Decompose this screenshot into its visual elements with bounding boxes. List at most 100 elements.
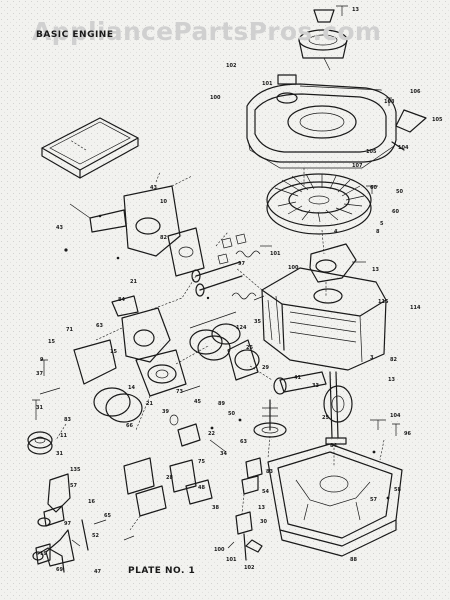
part-callout: 101 bbox=[226, 557, 237, 563]
part-callout: 73 bbox=[176, 389, 183, 395]
lower-hardware bbox=[209, 439, 263, 561]
part-callout: 100 bbox=[214, 547, 225, 553]
part-callout: 69 bbox=[56, 567, 63, 573]
part-callout: 21 bbox=[146, 401, 153, 407]
part-callout: 50 bbox=[396, 189, 403, 195]
head-gasket bbox=[167, 227, 205, 277]
part-callout: 60 bbox=[370, 185, 377, 191]
part-callout: 21 bbox=[130, 279, 137, 285]
intake-manifold bbox=[69, 185, 181, 257]
part-callout: 30 bbox=[260, 519, 267, 525]
part-callout: 9 bbox=[40, 357, 44, 363]
part-callout: 97 bbox=[238, 261, 245, 267]
part-callout: 63 bbox=[240, 439, 247, 445]
carburetor bbox=[111, 295, 187, 397]
part-callout: 45 bbox=[194, 399, 201, 405]
part-callout: 13 bbox=[388, 377, 395, 383]
oil-fill-parts bbox=[27, 431, 89, 567]
part-callout: 43 bbox=[150, 185, 157, 191]
part-callout: 3 bbox=[370, 355, 374, 361]
part-callout: 31 bbox=[36, 405, 43, 411]
part-callout: 101 bbox=[270, 251, 281, 257]
part-callout: 75 bbox=[198, 459, 205, 465]
part-callout: 37 bbox=[36, 371, 43, 377]
part-callout: 54 bbox=[262, 489, 269, 495]
blower-housing bbox=[246, 74, 397, 169]
wire-lead bbox=[391, 109, 427, 151]
crankcase-sump bbox=[267, 443, 403, 557]
part-callout: 35 bbox=[254, 319, 261, 325]
part-callout: 22 bbox=[208, 431, 215, 437]
part-callout: 115 bbox=[378, 299, 389, 305]
part-callout: 34 bbox=[220, 451, 227, 457]
part-callout: 38 bbox=[212, 505, 219, 511]
part-callout: 101 bbox=[262, 81, 273, 87]
governor-plates bbox=[123, 414, 213, 517]
part-callout: 15 bbox=[110, 349, 117, 355]
part-callout: 105 bbox=[432, 117, 443, 123]
part-callout: 89 bbox=[218, 401, 225, 407]
part-callout: 60 bbox=[392, 209, 399, 215]
part-callout: 104 bbox=[398, 145, 409, 151]
part-callout: 14 bbox=[128, 385, 135, 391]
part-callout: 31 bbox=[56, 451, 63, 457]
part-callout: 102 bbox=[226, 63, 237, 69]
part-callout: 82 bbox=[160, 235, 167, 241]
part-callout: 19 bbox=[40, 551, 47, 557]
part-callout: 33 bbox=[312, 383, 319, 389]
part-callout: 13 bbox=[352, 7, 359, 13]
part-callout: 66 bbox=[126, 423, 133, 429]
part-callout: 82 bbox=[390, 357, 397, 363]
part-callout: 52 bbox=[92, 533, 99, 539]
part-callout: 100 bbox=[210, 95, 221, 101]
fasteners bbox=[32, 5, 400, 549]
part-callout: 8 bbox=[376, 229, 380, 235]
part-callout: 96 bbox=[404, 431, 411, 437]
plate-label: PLATE NO. 1 bbox=[128, 566, 196, 576]
part-callout: 71 bbox=[66, 327, 73, 333]
watermark: AppliancePartsPros.com bbox=[32, 17, 382, 46]
ignition-module bbox=[309, 243, 366, 283]
part-callout: 43 bbox=[56, 225, 63, 231]
leader-lines bbox=[55, 139, 385, 531]
part-callout: 100 bbox=[288, 265, 299, 271]
part-callout: 97 bbox=[64, 521, 71, 527]
part-callout: 105 bbox=[366, 149, 377, 155]
flywheel bbox=[266, 173, 372, 235]
part-callout: 65 bbox=[104, 513, 111, 519]
crankshaft bbox=[323, 371, 353, 445]
starter-handle-assembly bbox=[298, 9, 348, 71]
air-filter-element bbox=[41, 117, 139, 179]
part-callout: 39 bbox=[162, 409, 169, 415]
part-callout: 102 bbox=[244, 565, 255, 571]
part-callout: 124 bbox=[236, 325, 247, 331]
part-callout: 13 bbox=[258, 505, 265, 511]
part-callout: 57 bbox=[70, 483, 77, 489]
part-callout: 58 bbox=[394, 487, 401, 493]
part-callout: 28 bbox=[166, 475, 173, 481]
part-callout: 47 bbox=[94, 569, 101, 575]
part-callout: 4 bbox=[334, 229, 338, 235]
engine-block bbox=[253, 267, 387, 371]
part-callout: 84 bbox=[330, 443, 337, 449]
part-callout: 83 bbox=[64, 417, 71, 423]
connecting-rod bbox=[273, 371, 327, 395]
part-callout: 106 bbox=[410, 89, 421, 95]
part-callout: 5 bbox=[380, 221, 384, 227]
part-callout: 107 bbox=[352, 163, 363, 169]
part-callout: 41 bbox=[294, 375, 301, 381]
part-callout: 84 bbox=[118, 297, 125, 303]
part-callout: 10 bbox=[160, 199, 167, 205]
part-callout: 135 bbox=[70, 467, 81, 473]
muffler bbox=[39, 339, 143, 423]
part-callout: 50 bbox=[228, 411, 235, 417]
part-callout: 29 bbox=[262, 365, 269, 371]
part-callout: 63 bbox=[96, 323, 103, 329]
part-callout: 57 bbox=[370, 497, 377, 503]
fuel-hose bbox=[32, 547, 65, 573]
part-callout: 25 bbox=[322, 415, 329, 421]
part-callout: 83 bbox=[266, 469, 273, 475]
